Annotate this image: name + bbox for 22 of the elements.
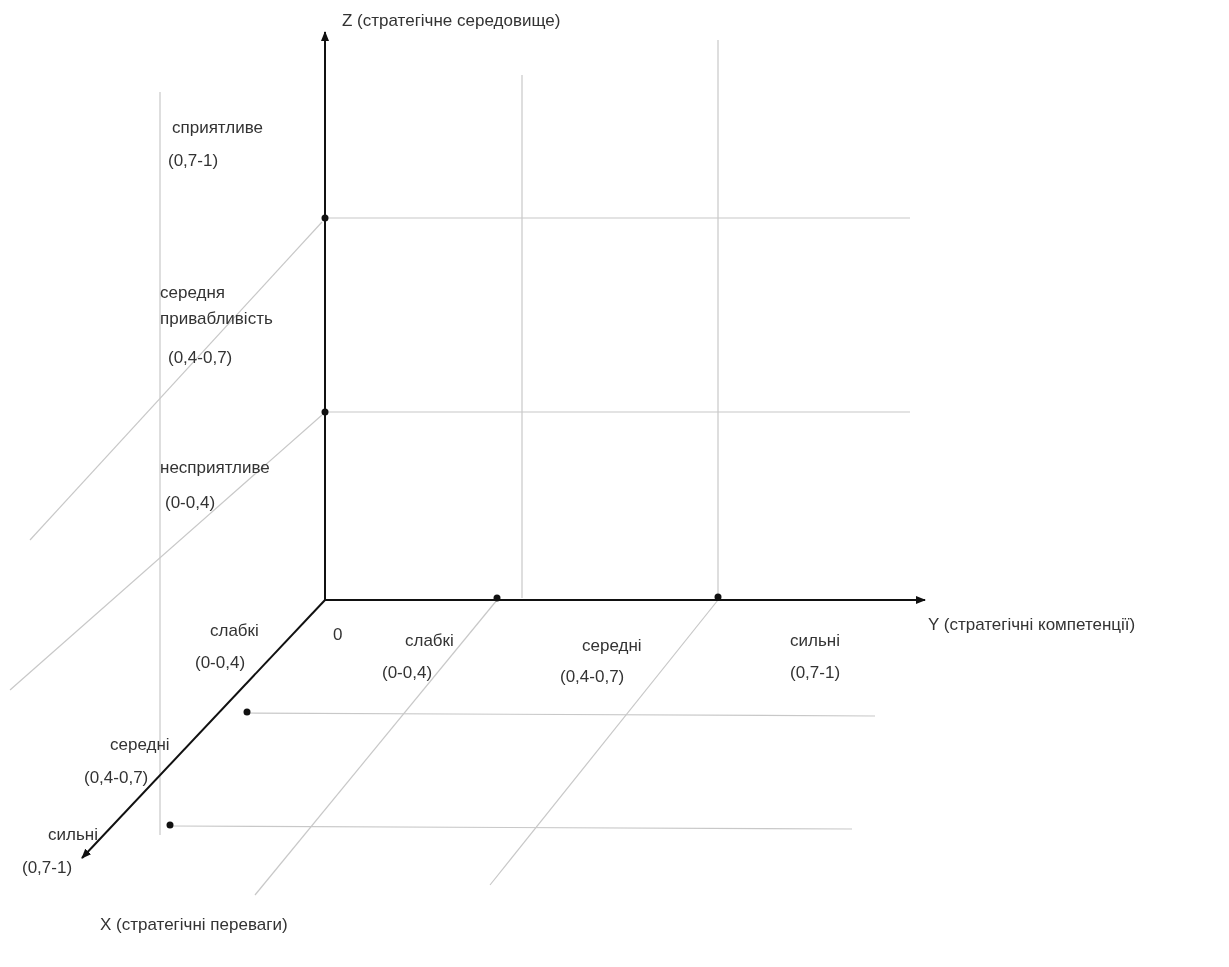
axis-label: Y (стратегічні компетенції) — [928, 614, 1136, 636]
axis-label: (0,7-1) — [168, 150, 219, 172]
axis-label: (0,7-1) — [790, 662, 841, 684]
axis-label: (0,4-0,7) — [560, 666, 625, 688]
axis-label: середня привабливість — [160, 282, 274, 330]
axis-label: (0-0,4) — [165, 492, 216, 514]
axis-label: (0,7-1) — [22, 857, 73, 879]
axis-label: (0,4-0,7) — [168, 347, 233, 369]
axis-label: (0-0,4) — [382, 662, 433, 684]
axis-label: середні — [110, 734, 170, 756]
axis-label: X (стратегічні переваги) — [100, 914, 288, 936]
axis-label: сильні — [48, 824, 98, 846]
axis-label: середні — [582, 635, 642, 657]
axis-label: (0-0,4) — [195, 652, 246, 674]
axis-label: несприятливе — [160, 457, 270, 479]
axis-label: 0 — [333, 624, 343, 646]
axis-label: слабкі — [210, 620, 259, 642]
axis-label: сильні — [790, 630, 840, 652]
axis-label: Z (стратегічне середовище) — [342, 10, 561, 32]
axis-label: сприятливе — [172, 117, 263, 139]
axis-label: слабкі — [405, 630, 454, 652]
axis-label: (0,4-0,7) — [84, 767, 149, 789]
